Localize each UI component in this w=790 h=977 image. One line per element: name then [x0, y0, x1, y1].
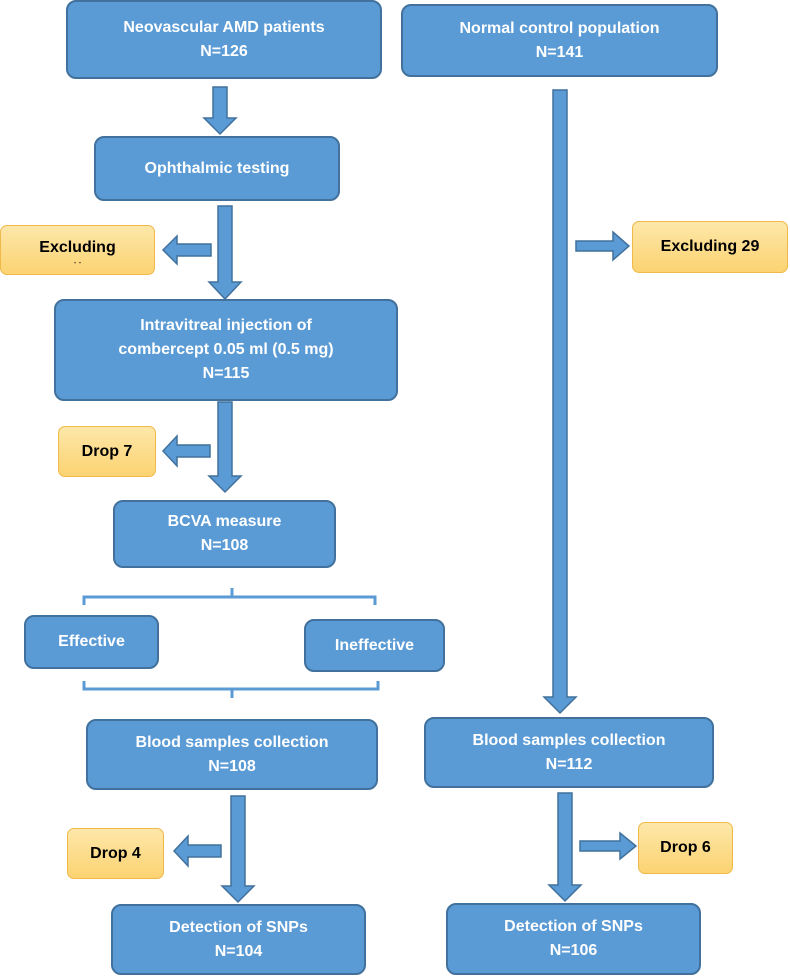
arrow-down-1: [202, 86, 238, 136]
excluding29-note: Excluding 29: [632, 221, 788, 273]
excluding-sub: - -: [73, 258, 82, 267]
snp-right-box: Detection of SNPs N=106: [446, 903, 701, 975]
brace-top: [82, 588, 377, 605]
drop7-label: Drop 7: [81, 442, 133, 460]
blood-right-box: Blood samples collection N=112: [424, 717, 714, 788]
arrow-down-control: [542, 89, 578, 715]
arrow-down-5: [547, 792, 583, 903]
effective-box: Effective: [24, 615, 159, 669]
blood-left-title: Blood samples collection: [135, 733, 329, 751]
control-count: N=141: [535, 43, 584, 61]
snp-left-title: Detection of SNPs: [169, 918, 308, 936]
ophthalmic-testing-box: Ophthalmic testing: [94, 136, 340, 201]
injection-line2: combercept 0.05 ml (0.5 mg): [118, 341, 334, 358]
arrow-left-drop4: [172, 834, 222, 868]
excluding-note: Excluding - -: [0, 225, 155, 275]
arrow-right-excluding: [575, 230, 631, 262]
amd-patients-count: N=126: [200, 42, 248, 60]
blood-right-title: Blood samples collection: [472, 731, 666, 749]
snp-right-title: Detection of SNPs: [504, 918, 643, 935]
drop6-note: Drop 6: [638, 822, 733, 874]
bcva-title: BCVA measure: [167, 513, 282, 530]
injection-line1: Intravitreal injection of: [140, 317, 312, 334]
arrow-down-3: [207, 401, 243, 494]
brace-bottom: [82, 681, 380, 698]
arrow-down-4: [220, 795, 256, 904]
ophthalmic-testing-title: Ophthalmic testing: [144, 159, 290, 177]
snp-left-box: Detection of SNPs N=104: [111, 904, 366, 975]
control-title: Normal control population: [459, 19, 660, 37]
injection-box: Intravitreal injection of combercept 0.0…: [54, 299, 398, 401]
amd-patients-box: Neovascular AMD patients N=126: [66, 0, 382, 79]
control-box: Normal control population N=141: [401, 4, 718, 77]
snp-left-count: N=104: [214, 942, 263, 960]
excluding-label: Excluding: [39, 239, 116, 256]
ineffective-box: Ineffective: [304, 619, 445, 672]
drop6-label: Drop 6: [660, 839, 711, 856]
ineffective-label: Ineffective: [334, 636, 415, 654]
arrow-down-2: [207, 205, 243, 301]
blood-left-count: N=108: [208, 757, 256, 775]
arrow-left-excluding: [161, 234, 212, 266]
snp-right-count: N=106: [549, 942, 598, 959]
bcva-count: N=108: [200, 537, 249, 554]
injection-count: N=115: [202, 365, 250, 382]
drop7-note: Drop 7: [58, 426, 156, 477]
arrow-right-drop6: [579, 831, 638, 861]
drop4-note: Drop 4: [67, 828, 164, 879]
arrow-left-drop7: [161, 434, 211, 468]
amd-patients-title: Neovascular AMD patients: [123, 18, 325, 36]
excluding29-label: Excluding 29: [660, 238, 760, 255]
blood-left-box: Blood samples collection N=108: [86, 719, 378, 790]
effective-label: Effective: [58, 633, 125, 650]
bcva-box: BCVA measure N=108: [113, 500, 336, 568]
blood-right-count: N=112: [545, 755, 593, 773]
drop4-label: Drop 4: [90, 844, 141, 862]
